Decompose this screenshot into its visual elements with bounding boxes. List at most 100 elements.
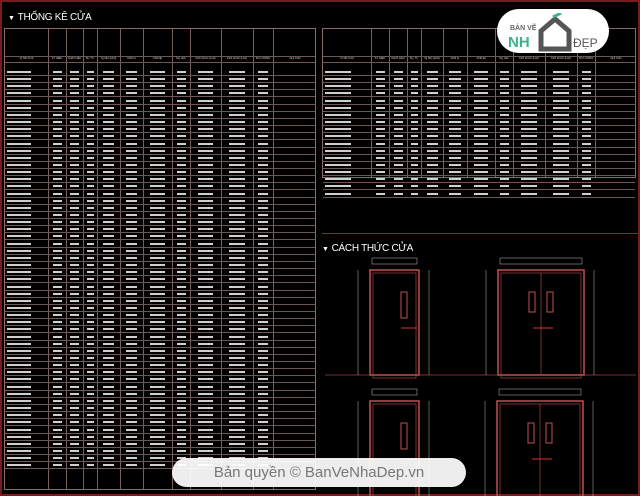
- cell-value: [102, 163, 115, 166]
- row-line: [323, 153, 635, 155]
- cell-value: [581, 78, 591, 81]
- cell-value: [375, 156, 385, 159]
- cell-value: [102, 428, 115, 431]
- cell-value: [581, 135, 591, 138]
- cell-value: [176, 235, 186, 238]
- cell-value: [393, 106, 403, 109]
- cell-value: [125, 264, 138, 267]
- cell-value: [229, 235, 245, 238]
- cell-value: [229, 314, 245, 317]
- cell-value: [393, 128, 403, 131]
- cell-value: [150, 306, 165, 309]
- cell-value: [7, 171, 31, 174]
- cell-value: [325, 128, 352, 131]
- cell-value: [258, 392, 268, 395]
- cell-value: [125, 71, 138, 73]
- cell-value: [70, 342, 79, 345]
- cell-value: [150, 271, 165, 274]
- cell-value: [521, 121, 537, 124]
- cell-value: [7, 306, 31, 309]
- cell-value: [521, 85, 537, 88]
- cell-value: [52, 85, 62, 88]
- row-line: [5, 468, 315, 470]
- cell-value: [229, 178, 245, 181]
- cell-value: [52, 149, 62, 152]
- cell-value: [7, 163, 31, 166]
- cell-value: [474, 121, 488, 124]
- cell-value: [325, 142, 352, 145]
- cell-value: [7, 221, 31, 224]
- cell-value: [7, 285, 31, 288]
- cell-value: [499, 128, 509, 131]
- cell-value: [125, 163, 138, 166]
- cell-value: [125, 342, 138, 345]
- dimension-label: [371, 388, 418, 396]
- cell-value: [70, 457, 79, 460]
- cell-value: [102, 249, 115, 252]
- cell-value: [229, 228, 245, 231]
- door-frame: [496, 400, 584, 496]
- cell-value: [86, 92, 94, 95]
- cell-value: [229, 364, 245, 367]
- cell-value: [521, 149, 537, 152]
- cell-value: [52, 156, 62, 159]
- cell-value: [521, 163, 537, 166]
- cell-value: [325, 135, 352, 138]
- cell-value: [52, 71, 62, 73]
- cell-value: [325, 78, 352, 81]
- cell-value: [176, 149, 186, 152]
- cell-value: [474, 156, 488, 159]
- cell-value: [229, 78, 245, 81]
- cell-value: [229, 135, 245, 138]
- cell-value: [229, 221, 245, 224]
- cell-value: [52, 306, 62, 309]
- cell-value: [52, 371, 62, 374]
- cell-value: [52, 171, 62, 174]
- cell-value: [521, 128, 537, 131]
- row-line: [5, 389, 315, 391]
- cell-value: [86, 328, 94, 331]
- cell-value: [150, 256, 165, 259]
- cell-value: [150, 371, 165, 374]
- cell-value: [125, 85, 138, 88]
- cell-value: [102, 71, 115, 73]
- cell-value: [7, 321, 31, 324]
- cell-value: [86, 121, 94, 124]
- cell-value: [52, 342, 62, 345]
- cell-value: [449, 92, 461, 95]
- cell-value: [7, 278, 31, 281]
- cell-value: [229, 256, 245, 259]
- cell-value: [410, 185, 418, 188]
- cell-value: [102, 435, 115, 438]
- cell-value: [258, 285, 268, 288]
- cell-value: [86, 206, 94, 209]
- cell-value: [70, 235, 79, 238]
- cell-value: [581, 99, 591, 102]
- cell-value: [258, 314, 268, 317]
- cell-value: [258, 264, 268, 267]
- cell-value: [102, 156, 115, 159]
- cell-value: [86, 214, 94, 216]
- cell-value: [197, 235, 214, 238]
- row-line: [323, 139, 635, 141]
- cell-value: [375, 106, 385, 109]
- cell-value: [229, 185, 245, 188]
- cell-value: [229, 371, 245, 374]
- cell-value: [581, 178, 591, 181]
- cell-value: [553, 128, 569, 131]
- cell-value: [258, 271, 268, 274]
- cell-value: [258, 192, 268, 195]
- cell-value: [197, 399, 214, 402]
- cell-value: [52, 235, 62, 238]
- cell-value: [70, 349, 79, 352]
- elevation-title-text: CÁCH THỨC CỬA: [331, 243, 414, 254]
- row-line: [5, 260, 315, 262]
- cell-value: [375, 128, 385, 131]
- row-line: [323, 196, 635, 198]
- cell-value: [86, 299, 94, 302]
- row-line: [5, 325, 315, 327]
- cell-value: [125, 371, 138, 374]
- cell-value: [102, 364, 115, 367]
- cell-value: [426, 99, 438, 102]
- cell-value: [176, 342, 186, 345]
